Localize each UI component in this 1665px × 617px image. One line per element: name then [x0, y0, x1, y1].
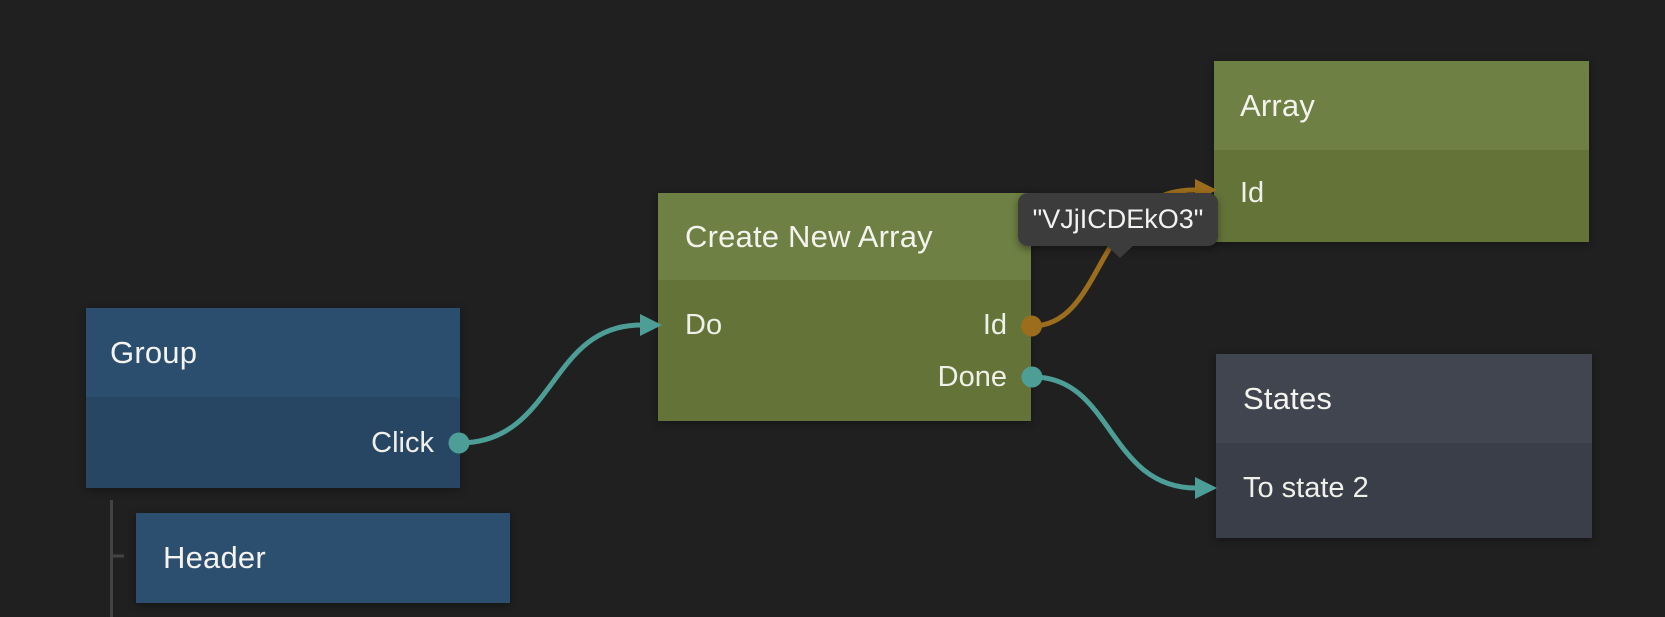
node-states[interactable]: States To state 2 [1216, 354, 1592, 538]
connection-click-to-do[interactable] [458, 322, 642, 446]
node-array-title-bar[interactable]: Array [1214, 61, 1589, 150]
node-header[interactable]: Header [136, 513, 510, 603]
tooltip-value-text: "VJjICDEkO3" [1032, 204, 1204, 234]
port-done-output[interactable]: Done [937, 361, 1007, 393]
node-create-new-array-title-bar[interactable]: Create New Array [658, 193, 1031, 280]
arrowhead-to-state-2-icon [1195, 477, 1217, 499]
node-title: Array [1240, 87, 1316, 123]
node-array[interactable]: Array Id [1214, 61, 1589, 242]
tooltip-pointer-icon [1106, 245, 1134, 258]
port-click-output[interactable]: Click [371, 427, 434, 459]
node-create-new-array[interactable]: Create New Array Do Id Done [658, 193, 1031, 421]
port-id-input[interactable]: Id [1240, 177, 1265, 209]
connection-done-to-states[interactable] [1032, 374, 1197, 491]
node-states-title-bar[interactable]: States [1216, 354, 1592, 443]
node-group-title-bar[interactable]: Group [86, 308, 460, 397]
node-title: Group [110, 334, 198, 370]
node-title: States [1243, 380, 1333, 416]
node-title: Create New Array [685, 218, 933, 254]
port-do-input[interactable]: Do [685, 309, 723, 341]
connection-value-tooltip: "VJjICDEkO3" [1018, 193, 1218, 258]
port-to-state-2-input[interactable]: To state 2 [1243, 472, 1369, 504]
node-group[interactable]: Group Click [86, 308, 460, 488]
port-id-output[interactable]: Id [982, 309, 1007, 341]
node-header-title-bar[interactable]: Header [136, 513, 510, 603]
node-title: Header [163, 540, 266, 575]
